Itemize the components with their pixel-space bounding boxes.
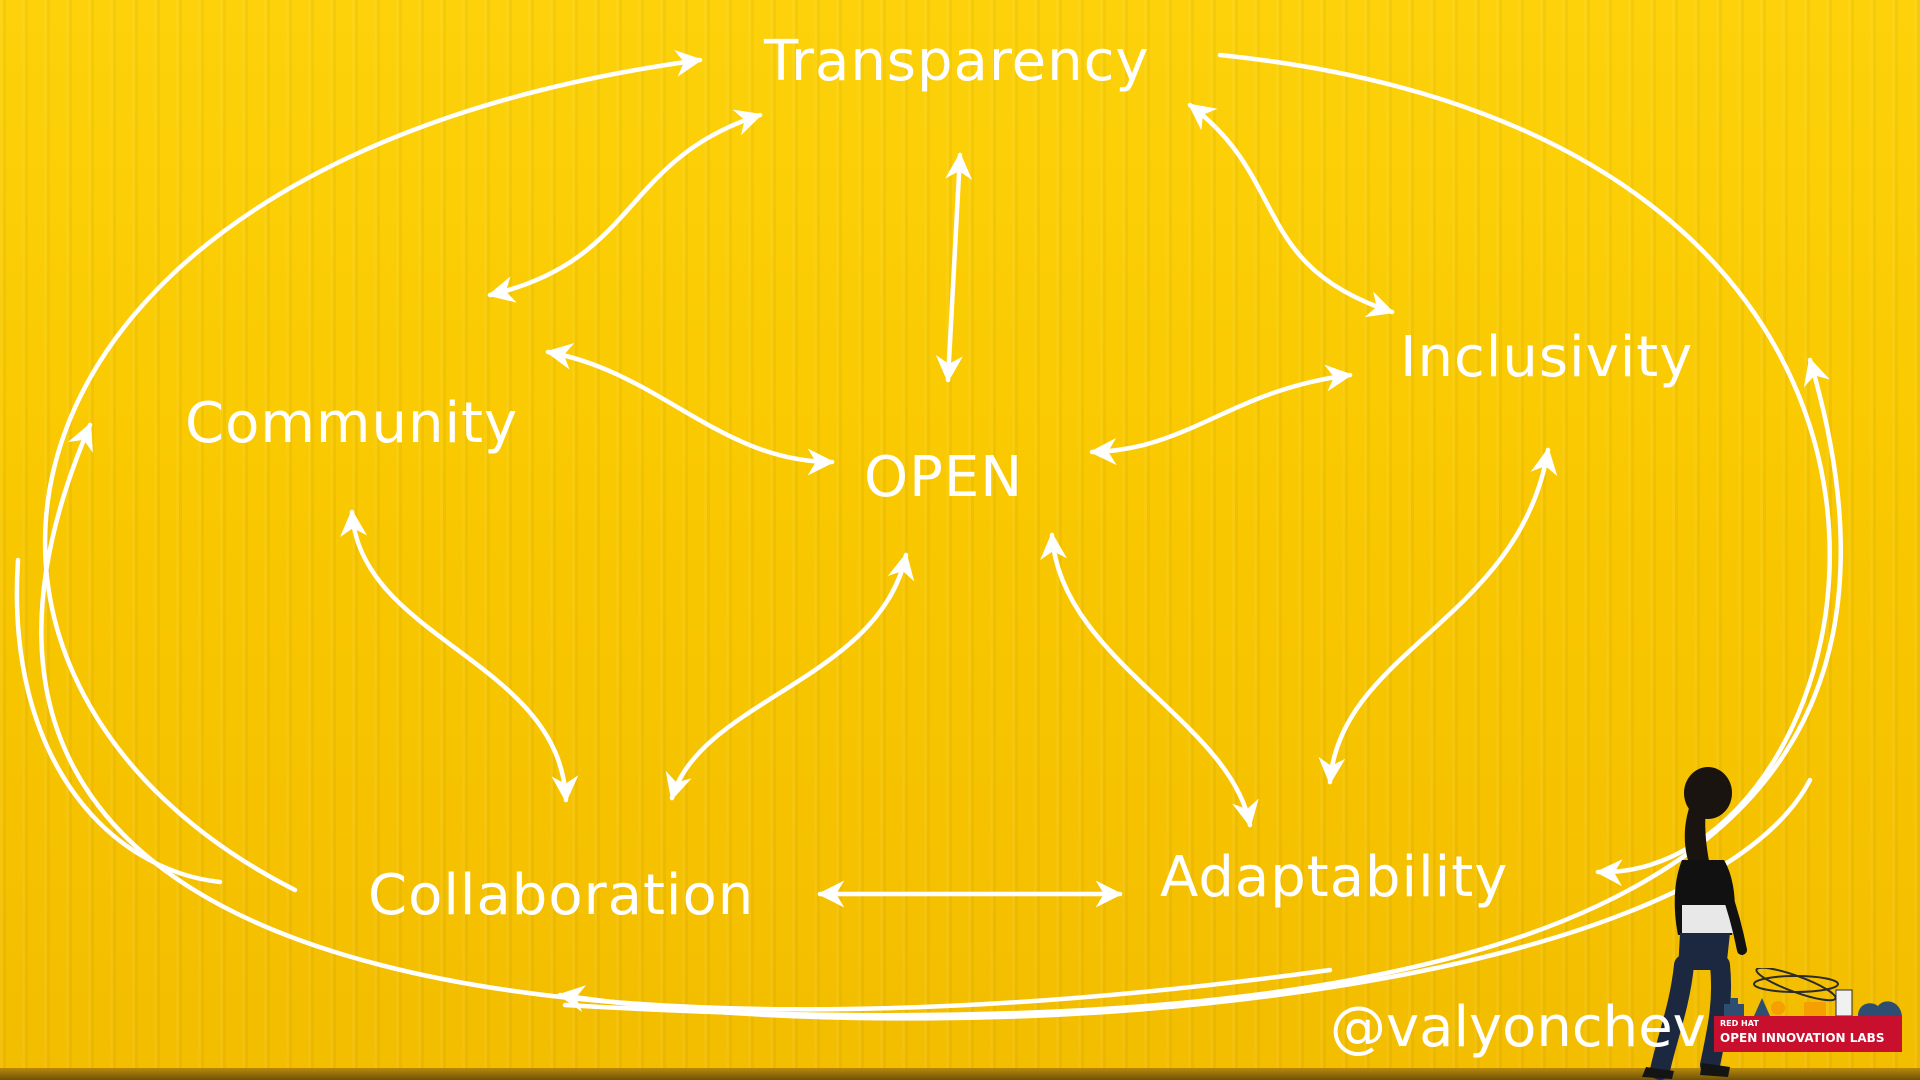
arrow-collaboration-open: [665, 552, 915, 801]
loop-collaboration-to-inclusivity: [562, 357, 1844, 1018]
node-transparency: Transparency: [764, 29, 1150, 94]
node-community: Community: [185, 391, 519, 456]
node-inclusivity: Inclusivity: [1400, 325, 1694, 390]
twitter-handle: @valyonchev: [1330, 995, 1706, 1060]
floor-strip: [0, 1068, 1920, 1080]
arrow-inclusivity-open: [1089, 364, 1353, 465]
loop-adaptability-to-community: [39, 422, 1333, 1012]
loop-community-to-collaboration: [14, 557, 223, 885]
arrow-community-open: [545, 342, 835, 476]
red-hat-open-innovation-labs-logo: RED HAT OPEN INNOVATION LABS: [1714, 1016, 1902, 1052]
node-collaboration: Collaboration: [368, 863, 755, 928]
arrow-transparency-community: [487, 109, 763, 303]
arrow-inclusivity-adaptability: [1318, 447, 1558, 785]
logo-line-red-hat: RED HAT: [1720, 1019, 1759, 1028]
labs-logo-artwork: [1724, 968, 1902, 1017]
arrow-transparency-inclusivity: [1187, 102, 1395, 318]
arrow-adaptability-open: [1040, 532, 1259, 828]
arrow-community-collaboration: [340, 509, 579, 803]
logo-line-open-innovation-labs: OPEN INNOVATION LABS: [1720, 1031, 1885, 1045]
node-open-center: OPEN: [864, 445, 1024, 510]
loop-transparency-to-adaptability: [1217, 52, 1832, 887]
arrow-transparency-open: [935, 152, 973, 383]
walking-person-image: [1642, 767, 1747, 1080]
loop-collaboration-to-transparency: [43, 49, 703, 893]
node-adaptability: Adaptability: [1160, 845, 1509, 910]
